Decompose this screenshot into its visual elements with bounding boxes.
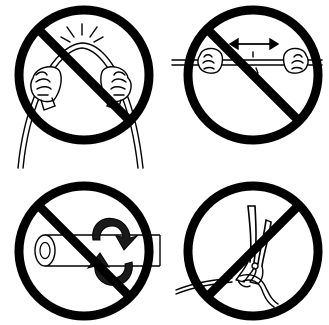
cable-bend-icon <box>18 24 143 168</box>
prohibition-sign-pull <box>188 10 318 140</box>
panel-twist-prohibited <box>19 186 160 316</box>
panel-pull-prohibited <box>172 10 322 140</box>
panel-bend-prohibited <box>18 10 149 168</box>
panel-pinch-prohibited <box>176 186 318 316</box>
